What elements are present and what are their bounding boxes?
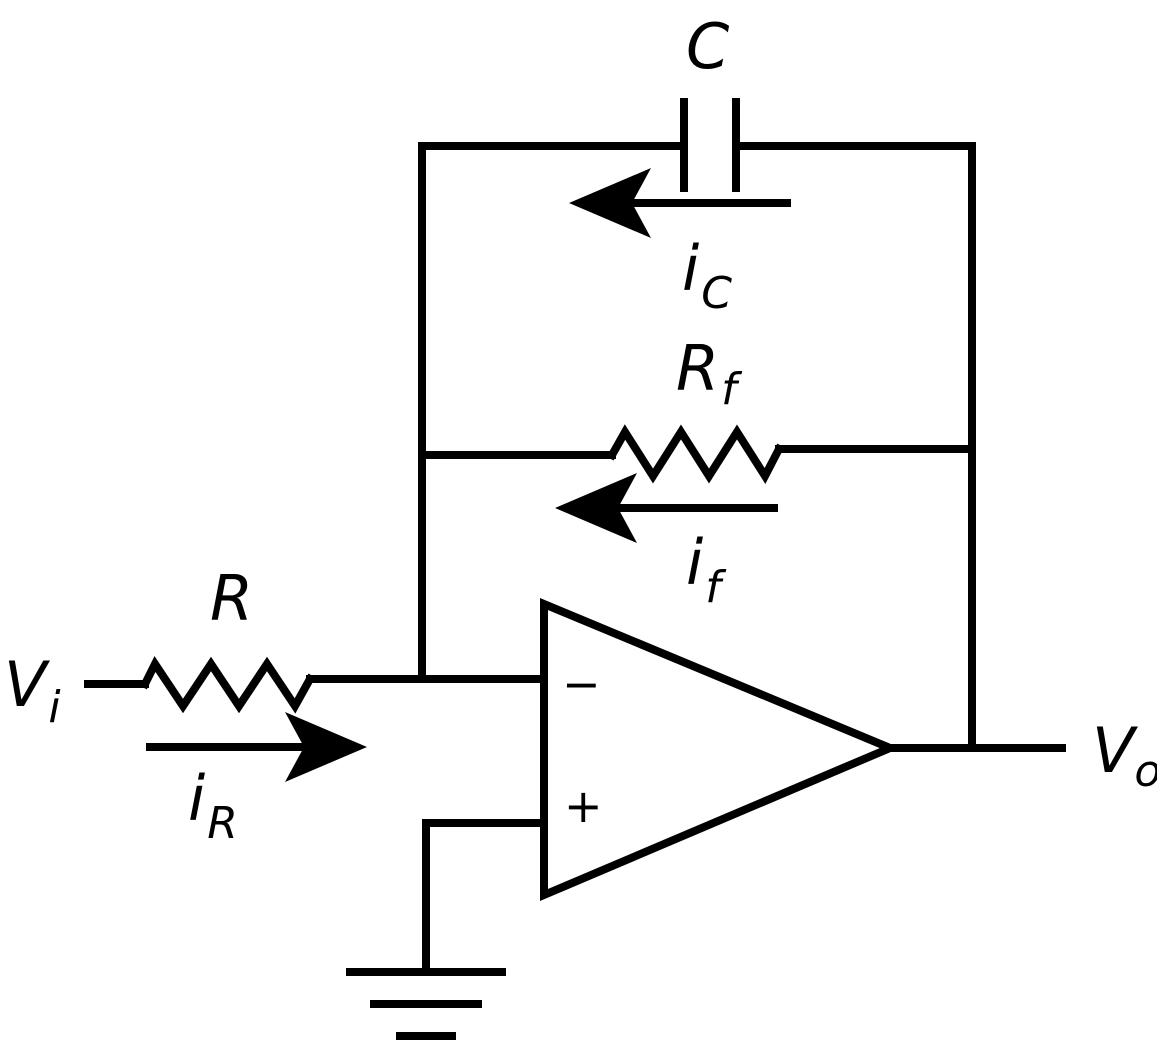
input-resistor-zigzag — [139, 656, 316, 714]
input-resistor-label: R — [210, 562, 253, 635]
capacitor-branch — [418, 98, 976, 752]
input-resistor-branch — [84, 656, 548, 714]
feedback-current-arrow-head — [555, 473, 637, 543]
input-current-arrow-head — [285, 712, 367, 782]
feedback-resistor-branch — [418, 424, 976, 485]
capacitor-label: C — [686, 10, 730, 83]
op-amp: − + — [540, 598, 901, 902]
feedback-resistor-label: Rf — [676, 332, 743, 415]
capacitor-right-wire — [732, 142, 976, 752]
input-voltage-label: Vi — [4, 648, 61, 733]
input-current-label: iR — [188, 762, 238, 849]
feedback-current-label: if — [686, 526, 727, 613]
ground-symbol — [346, 819, 548, 1040]
capacitor-left-wire — [418, 142, 688, 680]
output-voltage-label: Vo — [1092, 714, 1157, 797]
capacitor-current-label: iC — [682, 232, 732, 319]
noninverting-input-sign: + — [564, 779, 603, 833]
input-current-arrow — [146, 712, 367, 782]
feedback-current-arrow — [555, 473, 778, 543]
capacitor-current-arrow — [569, 168, 791, 238]
feedback-resistor-zigzag — [606, 424, 785, 485]
inverting-input-sign: − — [562, 657, 601, 711]
capacitor-current-arrow-head — [569, 168, 651, 238]
ground-wire — [422, 819, 548, 976]
op-amp-triangle — [540, 598, 901, 902]
